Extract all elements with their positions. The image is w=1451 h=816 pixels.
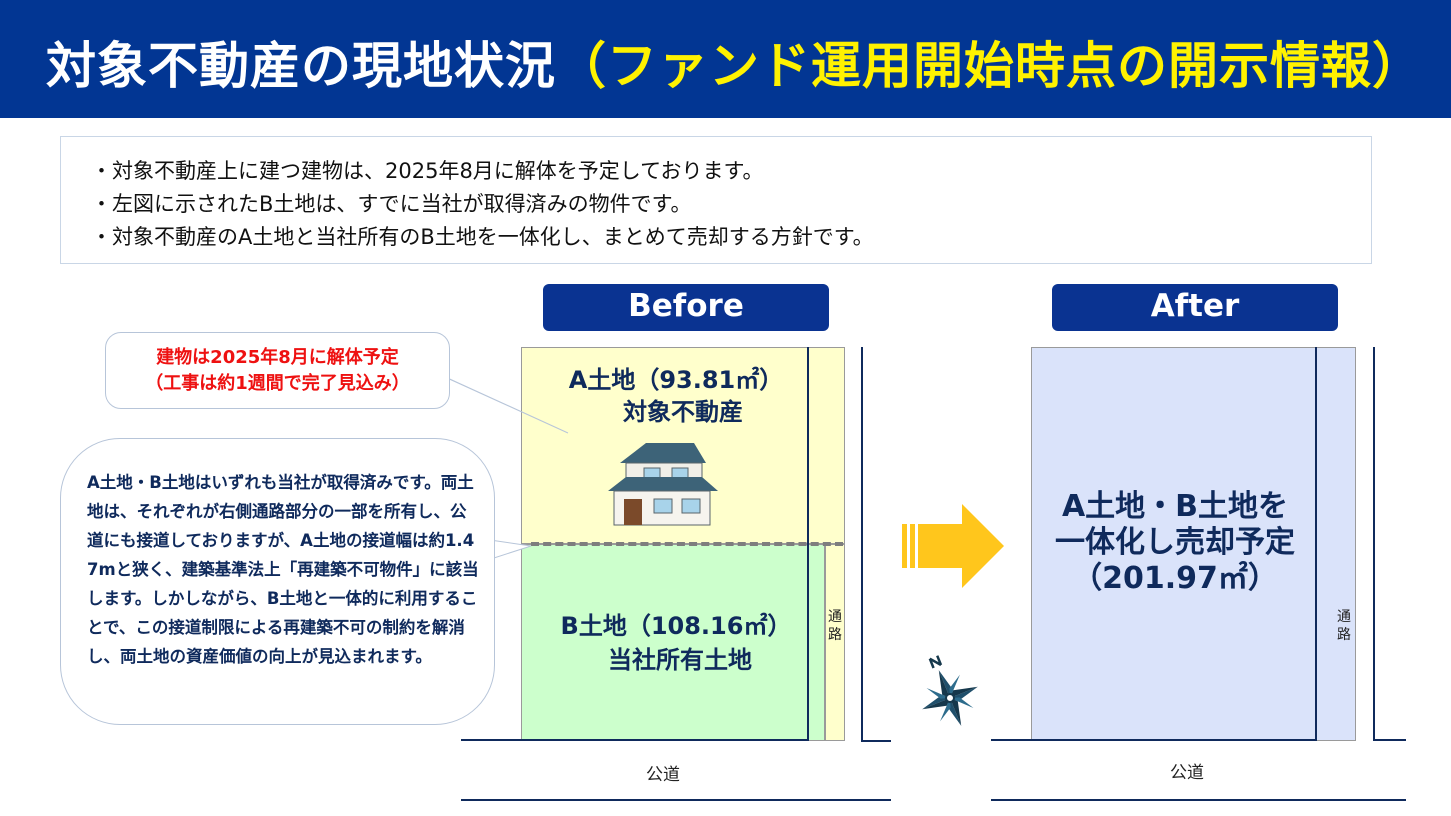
notes-box: 対象不動産上に建つ建物は、2025年8月に解体を予定しております。 左図に示され… xyxy=(60,136,1372,264)
before-road-label: 通路 xyxy=(828,609,842,643)
note-item: 対象不動産上に建つ建物は、2025年8月に解体を予定しております。 xyxy=(91,155,1371,188)
road-edge-line xyxy=(991,739,1317,741)
road-edge-line xyxy=(461,799,891,801)
demolition-callout-line2: （工事は約1週間で完了見込み） xyxy=(145,373,410,394)
page-title-main: 対象不動産の現地状況 xyxy=(46,37,556,95)
note-item: 左図に示されたB土地は、すでに当社が取得済みの物件です。 xyxy=(91,188,1371,221)
b-land-name: B土地（108.16㎡） xyxy=(560,612,792,640)
road-edge-line xyxy=(461,739,808,741)
boundary-dashed-line xyxy=(531,542,843,546)
b-land-label: B土地（108.16㎡） 当社所有土地 xyxy=(521,609,831,677)
b-land-sub: 当社所有土地 xyxy=(608,646,752,674)
page-header: 対象不動産の現地状況（ファンド運用開始時点の開示情報） xyxy=(0,0,1451,118)
page-title-accent: （ファンド運用開始時点の開示情報） xyxy=(556,37,1423,95)
property-boundary-line xyxy=(1315,347,1317,741)
combined-land-area: （201.97㎡） xyxy=(1072,561,1278,596)
house-icon xyxy=(608,443,718,526)
page-title: 対象不動産の現地状況（ファンド運用開始時点の開示情報） xyxy=(46,26,1423,98)
compass-rose-icon xyxy=(922,655,978,726)
neighbor-boundary-line xyxy=(861,347,863,741)
road-edge-line xyxy=(991,799,1406,801)
right-arrow-icon xyxy=(902,504,1004,588)
a-land-sub: 対象不動産 xyxy=(623,398,743,426)
combined-land-line2: 一体化し売却予定 xyxy=(1055,525,1295,560)
demolition-callout-line1: 建物は2025年8月に解体予定 xyxy=(156,347,399,368)
demolition-callout: 建物は2025年8月に解体予定 （工事は約1週間で完了見込み） xyxy=(105,332,450,409)
neighbor-corner-line xyxy=(1373,739,1406,741)
explanation-text: A土地・B土地はいずれも当社が取得済みです。両土地は、それぞれが右側通路部分の一… xyxy=(87,473,479,666)
after-public-road-label: 公道 xyxy=(1170,763,1204,783)
after-road-strip xyxy=(1316,347,1356,741)
a-land-name: A土地（93.81㎡） xyxy=(568,366,784,394)
combined-land-label: A土地・B土地を 一体化し売却予定 （201.97㎡） xyxy=(1031,489,1319,597)
combined-land-line1: A土地・B土地を xyxy=(1061,489,1289,524)
after-road-label: 通路 xyxy=(1337,609,1351,643)
after-tab: After xyxy=(1052,284,1338,331)
before-public-road-label: 公道 xyxy=(646,765,680,785)
neighbor-boundary-line xyxy=(1373,347,1375,741)
note-item: 対象不動産のA土地と当社所有のB土地を一体化し、まとめて売却する方針です。 xyxy=(91,221,1371,254)
property-boundary-line xyxy=(807,347,809,741)
explanation-callout: A土地・B土地はいずれも当社が取得済みです。両土地は、それぞれが右側通路部分の一… xyxy=(60,438,495,725)
a-road-strip xyxy=(808,347,845,544)
before-tab: Before xyxy=(543,284,829,331)
neighbor-corner-line xyxy=(861,740,891,742)
a-land-label: A土地（93.81㎡） 対象不動産 xyxy=(521,364,831,428)
